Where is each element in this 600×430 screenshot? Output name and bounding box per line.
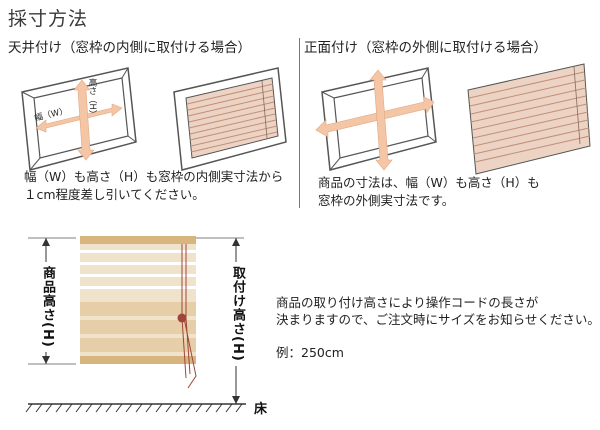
- front-note-line1: 商品の寸法は、幅（W）も高さ（H）も: [318, 175, 540, 190]
- ceiling-mount-heading: 天井付け（窓枠の内側に取付ける場合）: [8, 40, 251, 56]
- section-divider: [299, 38, 300, 208]
- page-title: 採寸方法: [8, 8, 89, 30]
- ceiling-blind-diagram: [173, 67, 287, 171]
- front-note-line2: 窓枠の外側実寸法です。: [318, 193, 455, 208]
- ceiling-note-line1: 幅（W）も高さ（H）も窓枠の内側実寸法から: [24, 169, 284, 184]
- front-mount-heading: 正面付け（窓枠の外側に取付ける場合）: [304, 40, 547, 56]
- cord-info-line2: 決まりますので、ご注文時にサイズをお知らせください。: [276, 312, 600, 327]
- ceiling-window-frame-diagram: [21, 67, 137, 171]
- ceiling-note-line2: １cm程度差し引いてください。: [24, 187, 205, 202]
- example-value: 例：250cm: [276, 345, 344, 360]
- front-window-frame-diagram: [315, 67, 437, 171]
- product-height-label: 商品高さ(H): [38, 262, 57, 352]
- height-label: 高さ（H）: [87, 78, 97, 119]
- floor-label: 床: [254, 402, 268, 417]
- mount-height-label: 取付け高さ(H): [228, 262, 247, 366]
- cord-info-line1: 商品の取り付け高さにより操作コードの長さが: [276, 295, 539, 310]
- front-blind-diagram: [467, 63, 591, 175]
